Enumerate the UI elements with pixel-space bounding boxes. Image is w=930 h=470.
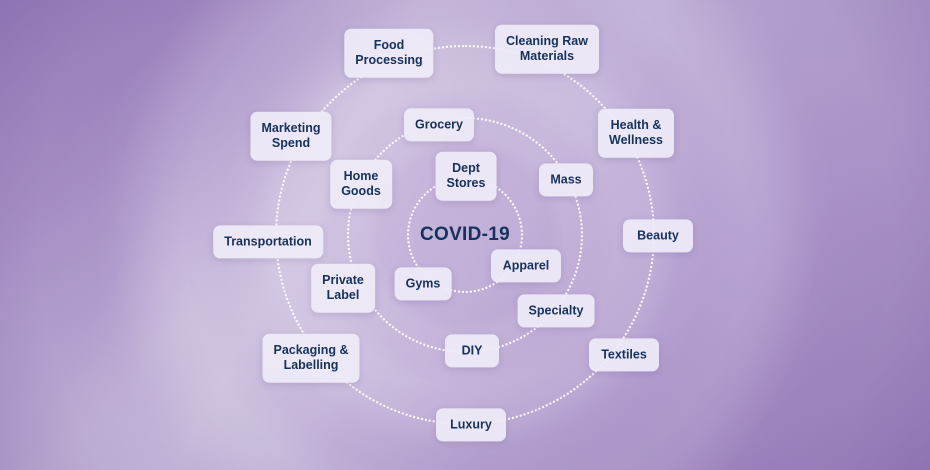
center-label-covid19: COVID-19 — [419, 224, 511, 245]
node-health-wellness[interactable]: Health & Wellness — [598, 108, 674, 158]
node-beauty[interactable]: Beauty — [623, 219, 693, 253]
node-diy[interactable]: DIY — [445, 334, 499, 368]
node-packaging-labelling[interactable]: Packaging & Labelling — [262, 333, 360, 383]
node-food-processing[interactable]: Food Processing — [344, 28, 434, 78]
node-dept-stores[interactable]: Dept Stores — [435, 151, 497, 201]
node-cleaning-raw[interactable]: Cleaning Raw Materials — [495, 24, 599, 74]
node-luxury[interactable]: Luxury — [436, 408, 506, 442]
node-private-label[interactable]: Private Label — [311, 263, 375, 313]
node-home-goods[interactable]: Home Goods — [330, 159, 392, 209]
node-marketing-spend[interactable]: Marketing Spend — [250, 111, 332, 161]
node-grocery[interactable]: Grocery — [404, 108, 474, 142]
node-textiles[interactable]: Textiles — [589, 338, 659, 372]
node-specialty[interactable]: Specialty — [517, 294, 595, 328]
node-apparel[interactable]: Apparel — [491, 249, 561, 283]
node-mass[interactable]: Mass — [539, 163, 593, 197]
node-transportation[interactable]: Transportation — [213, 225, 323, 259]
node-gyms[interactable]: Gyms — [394, 267, 452, 301]
